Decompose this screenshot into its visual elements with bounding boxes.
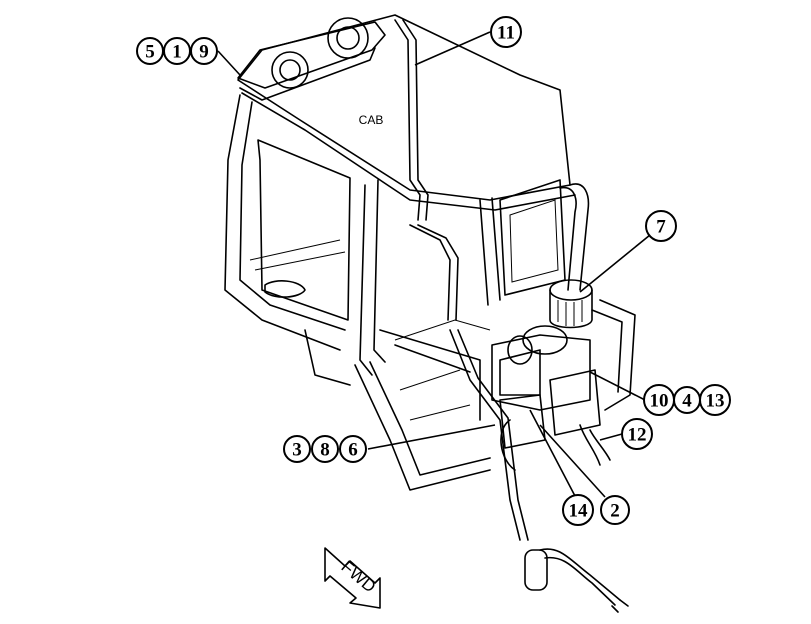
hvac-unit	[491, 279, 611, 471]
svg-text:11: 11	[497, 23, 515, 44]
refrigerant-tubes	[394, 19, 529, 541]
callout-14: 14	[562, 494, 594, 526]
cab-frame	[224, 14, 636, 491]
svg-text:9: 9	[199, 42, 209, 63]
roof-fan-unit	[237, 17, 386, 101]
callout-5: 5	[136, 37, 164, 65]
callout-9: 9	[190, 37, 218, 65]
accumulator	[524, 548, 629, 613]
callout-3: 3	[283, 435, 311, 463]
callout-10: 10	[643, 384, 675, 416]
fwd-label: FWD	[338, 557, 380, 596]
svg-text:14: 14	[569, 501, 589, 522]
svg-text:12: 12	[628, 425, 647, 446]
svg-text:7: 7	[656, 217, 666, 238]
callout-6: 6	[339, 435, 367, 463]
svg-text:6: 6	[348, 440, 358, 461]
leader-lines	[217, 31, 651, 498]
callout-11: 11	[490, 16, 522, 48]
callout-4: 4	[673, 386, 701, 414]
callout-13: 13	[699, 384, 731, 416]
callout-7: 7	[645, 210, 677, 242]
callout-8: 8	[311, 435, 339, 463]
callout-12: 12	[621, 418, 653, 450]
svg-text:10: 10	[650, 391, 669, 412]
callout-2: 2	[600, 495, 630, 525]
cab-label: CAB	[359, 113, 384, 127]
svg-text:3: 3	[292, 440, 302, 461]
svg-text:4: 4	[682, 391, 692, 412]
svg-text:8: 8	[320, 440, 330, 461]
forward-arrow: FWD	[324, 547, 381, 609]
svg-text:2: 2	[610, 501, 620, 522]
callout-1: 1	[163, 37, 191, 65]
svg-text:1: 1	[172, 42, 182, 63]
svg-text:13: 13	[706, 391, 725, 412]
svg-text:5: 5	[145, 42, 155, 63]
